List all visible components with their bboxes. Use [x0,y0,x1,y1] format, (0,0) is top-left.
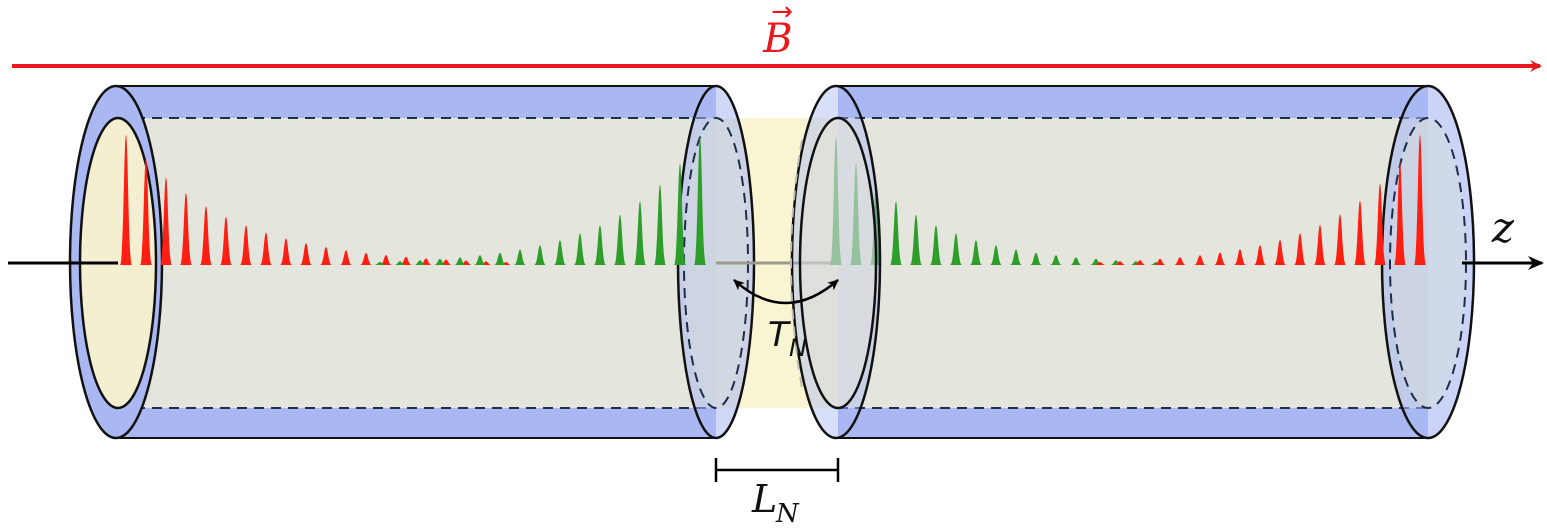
wave-pulse-red [1134,260,1146,265]
wave-pulse-green [534,245,546,265]
wave-pulse-green [494,252,506,265]
wave-pulse-green [394,261,406,265]
wave-pulse-green [970,240,982,265]
wave-pulse-red [1354,200,1366,265]
wave-pulse-green [910,214,922,265]
wave-pulse-red [1194,255,1206,265]
right-cylinder-front [790,84,882,440]
gap-dimension [714,458,840,482]
wave-pulse-green [614,214,626,265]
wave-pulse-red [400,256,412,265]
wave-pulse-red [1174,257,1186,265]
wave-pulse-green [434,258,446,265]
wave-pulse-green [1070,257,1082,265]
wave-pulse-green [1050,255,1062,265]
wave-pulse-red [160,177,172,265]
right-cylinder [838,84,1476,440]
wave-pulse-green [674,163,686,265]
wave-pulse-red [280,238,292,265]
wave-pulse-green [830,137,842,265]
wave-pulse-red [120,135,132,265]
wave-pulse-green [890,201,902,265]
coupling-double-arrow [733,279,839,305]
wave-pulse-red [140,158,152,265]
wave-pulse-red [360,252,372,265]
wave-pulse-red [1254,245,1266,265]
wave-pulse-green [374,262,386,265]
gap-subscript: N [775,499,800,529]
wave-pulse-red [300,243,312,265]
field-label: B [762,16,792,62]
gap-label: L [751,477,777,521]
wave-pulse-red [180,193,192,265]
field-vector-arrow: → [771,0,793,27]
wave-pulse-red [320,247,332,265]
wave-pulse-red [1414,135,1426,265]
wave-pulse-green [554,240,566,265]
wave-pulse-green [694,137,706,265]
wave-pulse-red [1214,252,1226,265]
wave-pulse-green [850,163,862,265]
wave-pulse-green [1030,252,1042,265]
wave-pulse-green [574,233,586,265]
wave-pulse-red [260,232,272,265]
wave-pulse-red [1314,224,1326,265]
wave-pulse-red [1334,214,1346,265]
wave-pulse-red [1294,233,1306,265]
transfer-subscript: N [789,334,807,362]
wave-pulse-green [594,225,606,265]
wave-pulse-red [1154,258,1166,265]
wave-pulse-red [380,255,392,265]
wave-pulse-green [454,257,466,265]
wave-pulse-red [420,258,432,265]
wave-pulse-red [1234,249,1246,265]
wave-pulse-red [240,225,252,265]
wave-pulse-red [1374,183,1386,265]
wave-pulse-green [634,201,646,265]
wave-pulse-red [1094,262,1106,265]
axis-label: z [1491,203,1515,252]
wave-pulse-red [340,250,352,265]
wave-pulse-red [1274,240,1286,265]
wave-pulse-green [654,184,666,265]
waveforms [120,135,1426,265]
wave-pulse-green [474,255,486,265]
wave-pulse-green [930,225,942,265]
wave-pulse-red [200,206,212,265]
wave-pulse-green [990,245,1002,265]
wave-pulse-green [1010,249,1022,265]
left-cylinder [68,84,756,440]
wave-pulse-green [950,233,962,265]
wave-pulse-red [220,216,232,265]
wave-pulse-red [1394,162,1406,265]
transfer-label: T [768,315,791,355]
wave-pulse-red [1114,261,1126,265]
wave-pulse-green [514,249,526,265]
wave-pulse-green [414,260,426,265]
